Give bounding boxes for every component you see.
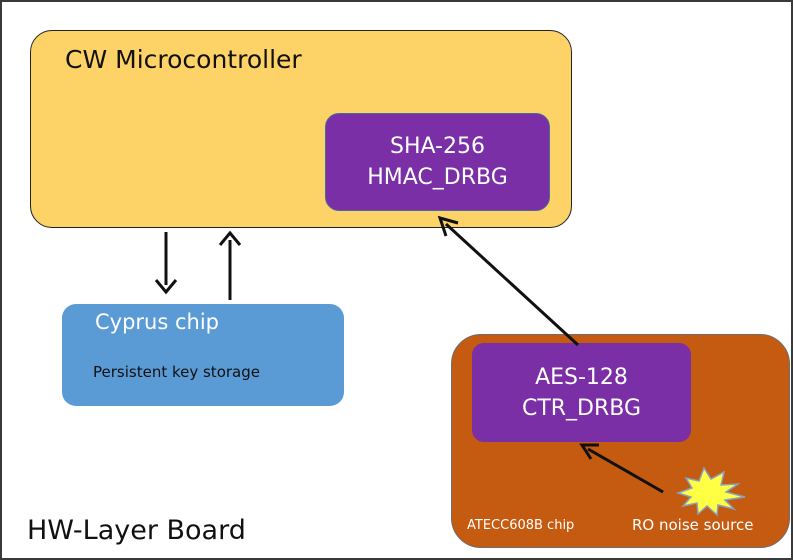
arrowhead-noise-to-aes (579, 443, 599, 460)
arrowhead-mcu-to-cypress (154, 279, 178, 295)
ctr-drbg-label: CTR_DRBG (521, 395, 642, 421)
cypress-chip-box: Cyprus chip Persistent key storage (62, 304, 344, 406)
cw-microcontroller-box: CW Microcontroller (30, 30, 572, 228)
arrowhead-aes-to-sha (437, 215, 459, 237)
hmac-drbg-label: HMAC_DRBG (367, 165, 508, 190)
aes128-ctr-drbg-block: AES-128 CTR_DRBG (472, 343, 691, 442)
hw-layer-board-label: HW-Layer Board (27, 515, 246, 546)
persistent-key-storage-label: Persistent key storage (93, 363, 260, 381)
arrowhead-cypress-to-mcu (218, 230, 242, 246)
starburst-icon (675, 466, 746, 517)
arrow-noise-to-aes (587, 447, 664, 494)
arrow-aes-to-sha (444, 222, 580, 347)
cypress-chip-title: Cyprus chip (95, 310, 220, 334)
sha256-label: SHA-256 (389, 134, 485, 159)
ro-noise-source-label: RO noise source (632, 516, 754, 534)
atecc608b-chip-label: ATECC608B chip (467, 518, 575, 533)
aes128-label: AES-128 (535, 364, 628, 390)
sha256-hmac-drbg-block: SHA-256 HMAC_DRBG (325, 113, 550, 211)
cw-microcontroller-title: CW Microcontroller (65, 45, 302, 74)
